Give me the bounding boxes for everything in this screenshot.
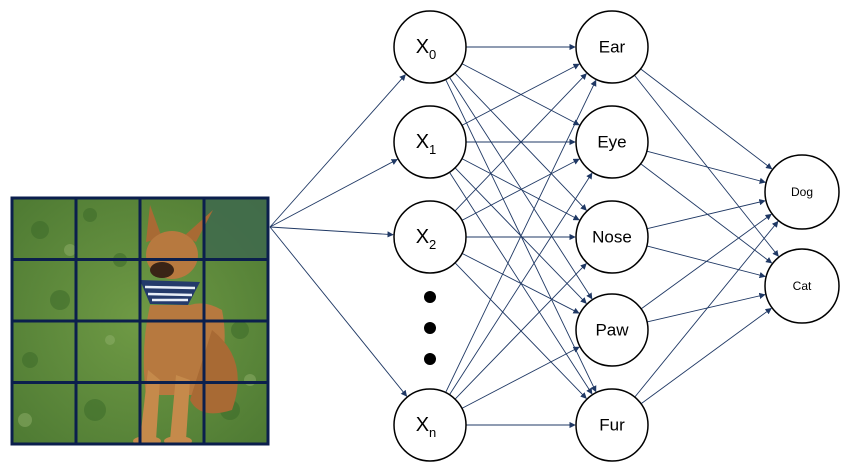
- input-node-label: Xn: [416, 414, 437, 440]
- edge-hidden-0-to-output-1: [634, 74, 779, 257]
- hidden-node-label: Nose: [592, 228, 632, 247]
- edge-hidden-4-to-output-1: [640, 308, 772, 405]
- edge-input-3-to-hidden-2: [454, 263, 587, 400]
- hidden-node-eye-circle: [575, 105, 649, 179]
- edge-hidden-0-to-output-0: [640, 68, 773, 170]
- edge-image-to-input-1: [269, 159, 398, 228]
- hidden-node-label: Paw: [595, 321, 629, 340]
- input-node-1-circle: [393, 105, 467, 179]
- input-node-label: X1: [416, 131, 437, 157]
- input-node-label: X0: [416, 36, 437, 62]
- hidden-node-ear: Ear: [575, 10, 649, 84]
- ellipsis-dot: [424, 291, 436, 303]
- hidden-node-ear-circle: [575, 10, 649, 84]
- output-node-label: Dog: [791, 185, 813, 199]
- edge-input-3-to-hidden-0: [445, 79, 597, 393]
- edge-hidden-1-to-output-0: [646, 150, 766, 184]
- hidden-node-paw: Paw: [575, 293, 649, 367]
- hidden-node-paw-circle: [575, 293, 649, 367]
- input-node-3-circle: [393, 388, 467, 462]
- network-edges: [269, 43, 779, 429]
- edge-input-0-to-hidden-3: [449, 77, 593, 300]
- edge-hidden-4-to-output-0: [634, 220, 779, 398]
- edge-hidden-2-to-output-0: [646, 199, 766, 230]
- hidden-node-fur-circle: [575, 388, 649, 462]
- edge-input-1-to-hidden-0: [461, 63, 580, 126]
- hidden-node-label: Ear: [599, 38, 626, 57]
- edge-image-to-input-0: [269, 74, 406, 228]
- edge-input-2-to-hidden-0: [454, 73, 587, 212]
- output-node-cat: Cat: [764, 248, 840, 324]
- edge-hidden-3-to-output-1: [646, 292, 766, 323]
- hidden-node-fur: Fur: [575, 388, 649, 462]
- input-node-label: X2: [416, 226, 437, 252]
- edge-hidden-1-to-output-1: [640, 163, 773, 264]
- ellipsis-dot: [424, 322, 436, 334]
- output-node-cat-circle: [764, 248, 840, 324]
- input-node-0-circle: [393, 10, 467, 84]
- output-node-dog: Dog: [764, 154, 840, 230]
- edge-image-to-input-2: [269, 226, 394, 238]
- input-node-3: Xn: [393, 388, 467, 462]
- edge-input-3-to-hidden-1: [449, 172, 593, 395]
- hidden-node-nose-circle: [575, 200, 649, 274]
- hidden-node-nose: Nose: [575, 200, 649, 274]
- input-node-0: X0: [393, 10, 467, 84]
- edge-input-3-to-hidden-3: [461, 346, 580, 409]
- input-node-1: X1: [393, 105, 467, 179]
- ellipsis-dot: [424, 353, 436, 365]
- edge-image-to-input-3: [269, 226, 408, 397]
- edge-input-2-to-hidden-3: [461, 252, 580, 314]
- output-node-dog-circle: [764, 154, 840, 230]
- input-node-2-circle: [393, 200, 467, 274]
- hidden-node-eye: Eye: [575, 105, 649, 179]
- hidden-node-label: Eye: [597, 133, 626, 152]
- input-node-2: X2: [393, 200, 467, 274]
- edge-hidden-3-to-output-0: [640, 213, 772, 310]
- edge-input-2-to-hidden-4: [454, 262, 587, 399]
- image-grid: [10, 196, 270, 446]
- hidden-node-label: Fur: [599, 416, 625, 435]
- output-node-label: Cat: [793, 279, 812, 293]
- edge-input-2-to-hidden-1: [461, 158, 580, 221]
